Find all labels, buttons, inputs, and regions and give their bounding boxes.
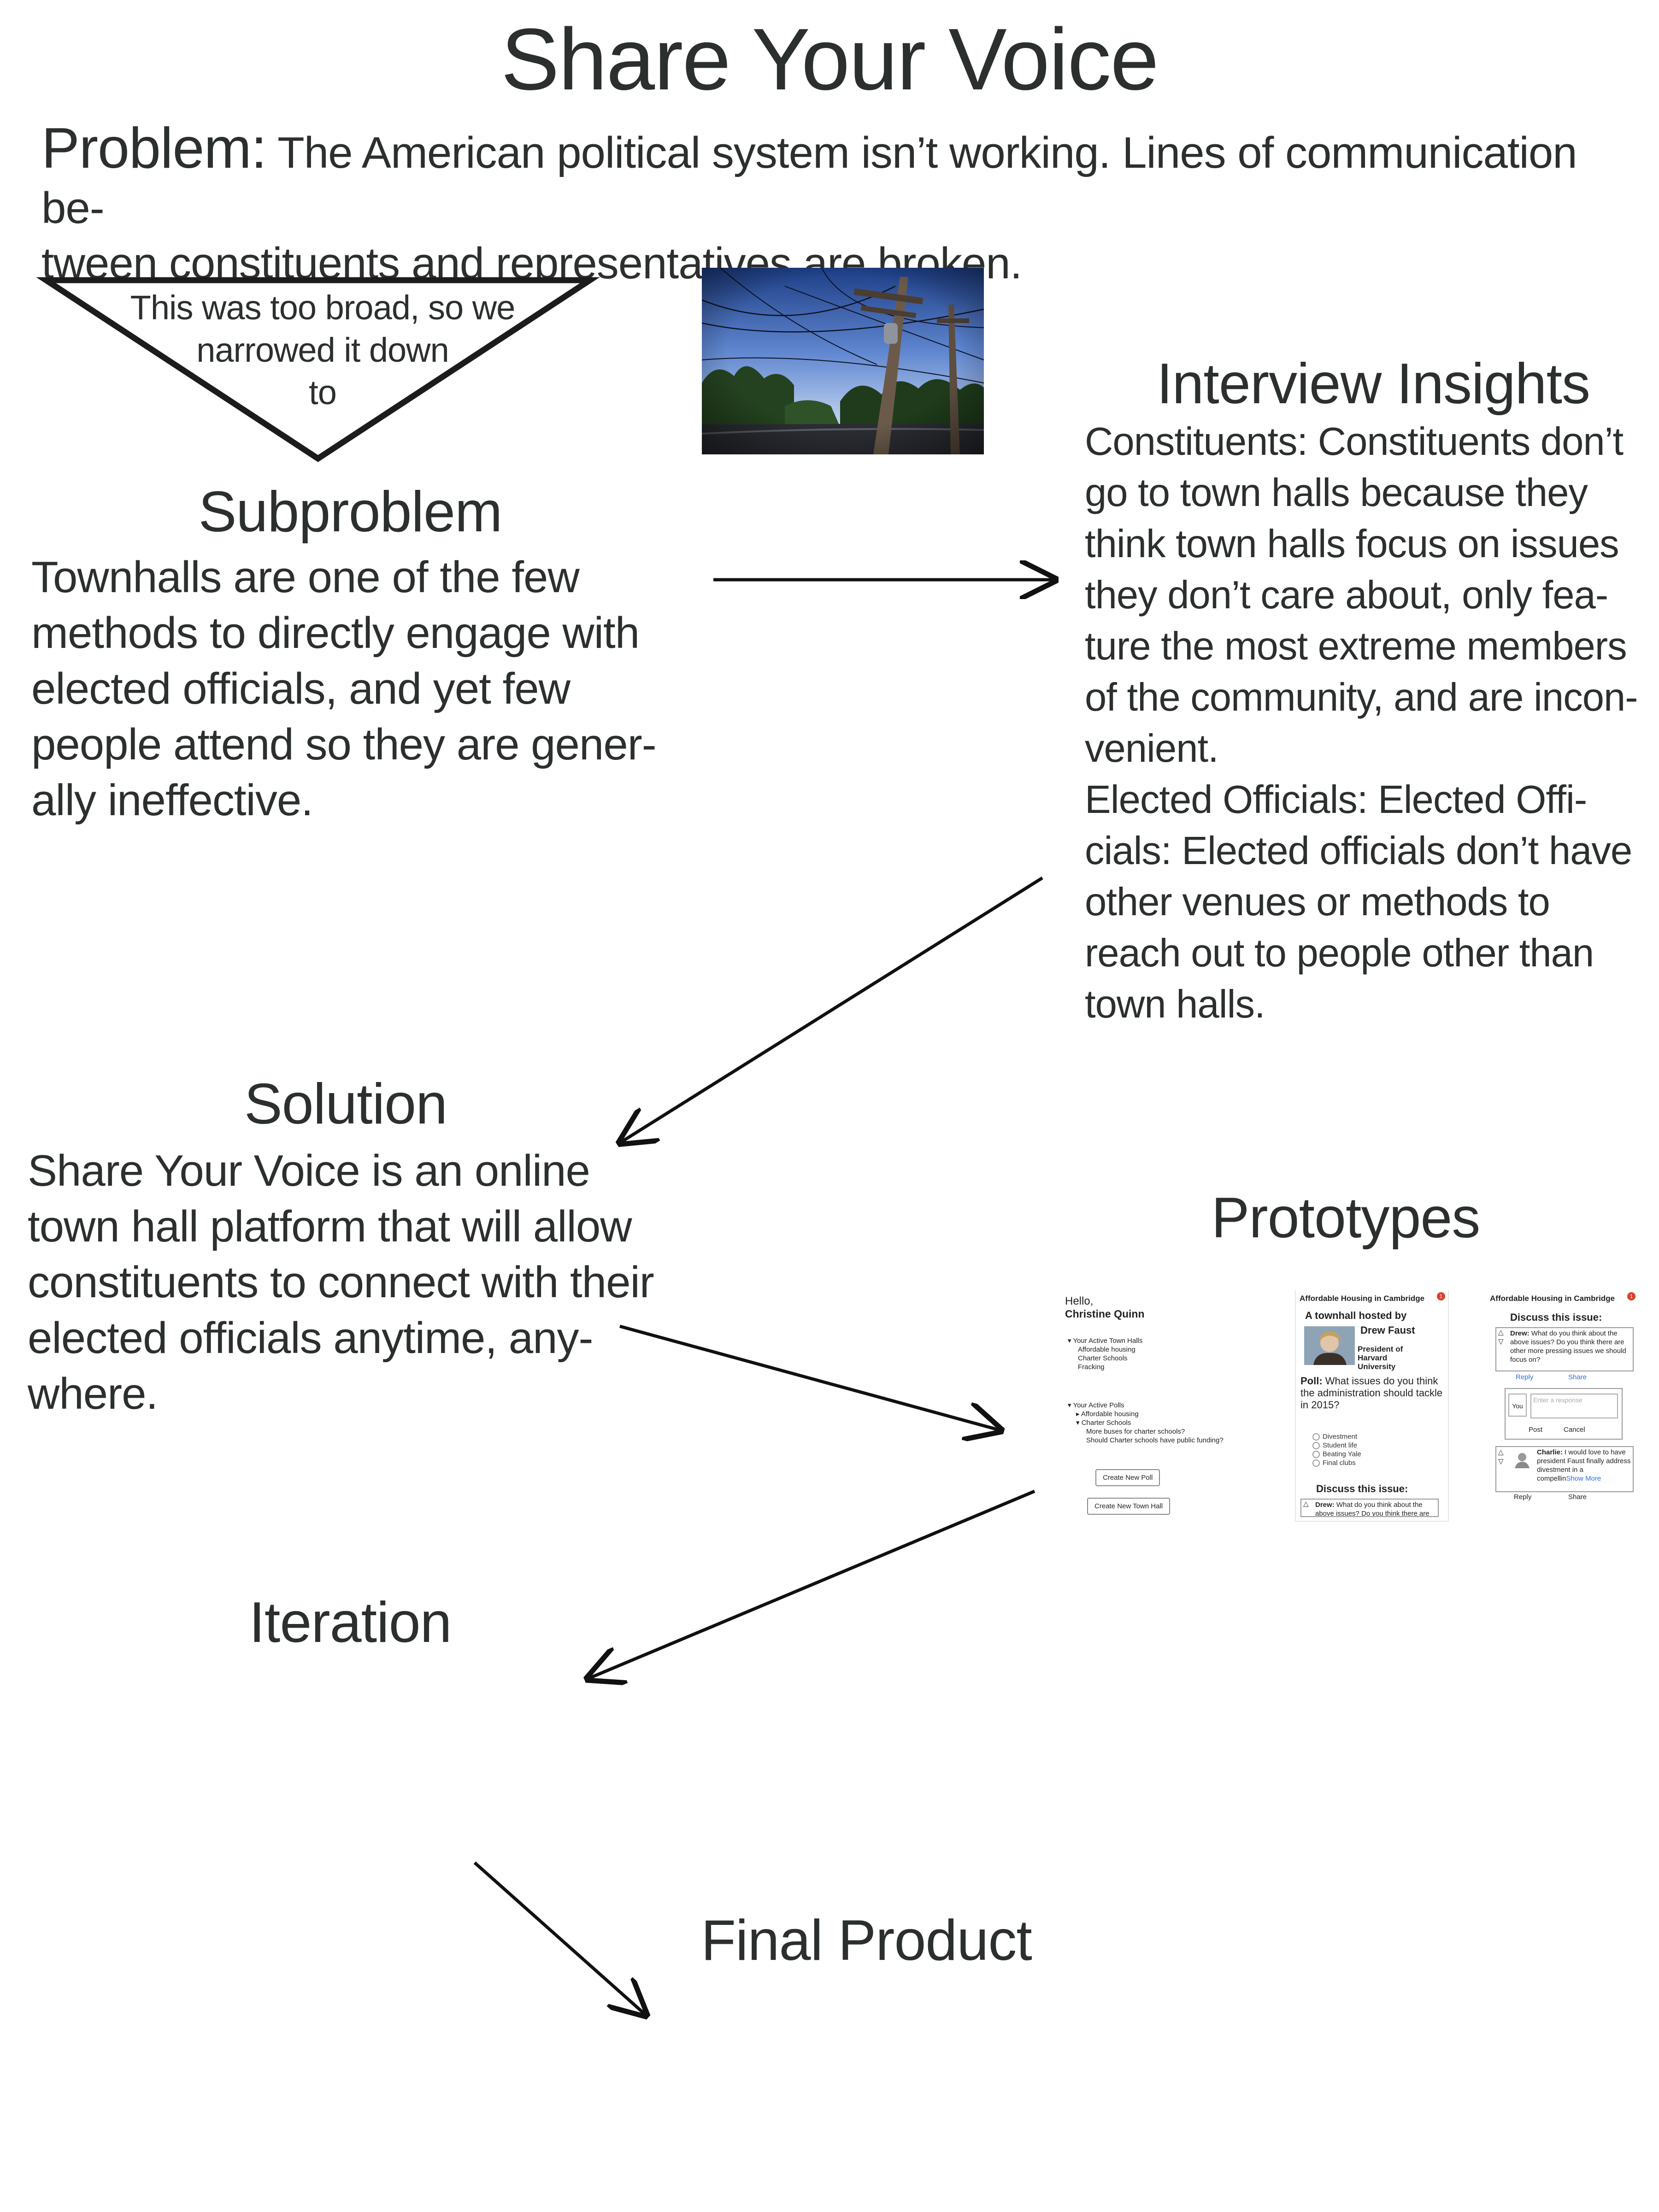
- page-title: Share Your Voice: [501, 11, 1159, 108]
- caret-down-icon: ▾: [1076, 1419, 1082, 1427]
- hosted-by-label: A townhall hosted by: [1305, 1310, 1407, 1321]
- poll-options: Divestment Student life Beating Yale Fin…: [1312, 1432, 1361, 1467]
- final-product-heading: Final Product: [701, 1909, 1032, 1972]
- radio-icon: [1312, 1459, 1320, 1467]
- comment-box: △ Drew: What do you think about the abov…: [1300, 1499, 1439, 1517]
- upvote-icon[interactable]: △: [1498, 1448, 1504, 1456]
- subproblem-heading: Subproblem: [198, 480, 503, 544]
- show-more-link[interactable]: Show More: [1566, 1475, 1601, 1483]
- arrow-insights-to-solution: [620, 877, 1043, 1143]
- polls-label: Your Active Polls: [1073, 1401, 1124, 1409]
- downvote-icon[interactable]: ▽: [1498, 1458, 1504, 1465]
- radio-icon: [1312, 1433, 1320, 1441]
- town-halls-label: Your Active Town Halls: [1073, 1337, 1143, 1345]
- town-hall-item[interactable]: Affordable housing: [1078, 1346, 1135, 1353]
- arrow-iteration-to-final: [473, 1861, 646, 2015]
- host-avatar: [1304, 1326, 1355, 1365]
- townhall-header: Affordable Housing in Cambridge: [1300, 1294, 1425, 1303]
- greeting: Hello,: [1065, 1295, 1094, 1307]
- poll-question[interactable]: Should Charter schools have public fundi…: [1086, 1436, 1224, 1444]
- commenter-avatar: [1515, 1453, 1530, 1468]
- share-link[interactable]: Share: [1568, 1493, 1587, 1501]
- user-avatar: You: [1508, 1394, 1527, 1417]
- reply-link[interactable]: Reply: [1516, 1373, 1534, 1381]
- utility-pole-photo: [702, 268, 984, 454]
- cancel-button[interactable]: Cancel: [1564, 1426, 1585, 1434]
- discussion-header: Affordable Housing in Cambridge: [1490, 1294, 1615, 1303]
- triangle-note: This was too broad, so we narrowed it do…: [130, 288, 516, 412]
- arrow-solution-to-prototypes: [619, 1324, 1001, 1430]
- post-button[interactable]: Post: [1529, 1426, 1543, 1434]
- poll-option[interactable]: Final clubs: [1312, 1459, 1361, 1467]
- prototypes-heading: Prototypes: [1211, 1186, 1481, 1250]
- prototype-townhall: Affordable Housing in Cambridge 1 A town…: [1295, 1290, 1449, 1522]
- downvote-icon[interactable]: ▽: [1498, 1338, 1504, 1346]
- share-link[interactable]: Share: [1568, 1373, 1587, 1381]
- poll-question[interactable]: More buses for charter schools?: [1086, 1428, 1185, 1435]
- poll-item[interactable]: ▾ Charter Schools: [1076, 1419, 1131, 1427]
- town-hall-item[interactable]: Charter Schools: [1078, 1354, 1128, 1362]
- host-title: President of Harvard University: [1358, 1345, 1403, 1371]
- upvote-icon[interactable]: △: [1498, 1329, 1504, 1336]
- comment-box: △ ▽ Drew: What do you think about the ab…: [1495, 1327, 1634, 1371]
- caret-right-icon: ▸: [1076, 1410, 1081, 1418]
- poll-option[interactable]: Divestment: [1312, 1432, 1361, 1441]
- poll-item[interactable]: ▸ Affordable housing: [1076, 1410, 1139, 1418]
- reply-link[interactable]: Reply: [1514, 1493, 1532, 1501]
- polls-toggle[interactable]: ▾ Your Active Polls: [1068, 1401, 1224, 1410]
- comment-box: △ ▽ Charlie: I would love to have presid…: [1495, 1446, 1634, 1492]
- prototype-discussion: Affordable Housing in Cambridge 1 Discus…: [1486, 1290, 1638, 1502]
- caret-down-icon: ▾: [1068, 1401, 1073, 1409]
- notification-badge[interactable]: 1: [1627, 1292, 1635, 1300]
- poll-option[interactable]: Beating Yale: [1312, 1450, 1361, 1459]
- response-input[interactable]: Enter a response: [1530, 1394, 1618, 1418]
- interview-insights-body: Constituents: Constituents don’t go to t…: [1085, 420, 1638, 1026]
- discuss-heading: Discuss this issue:: [1510, 1312, 1602, 1323]
- problem-label: Problem:: [41, 117, 267, 180]
- solution-body: Share Your Voice is an online town hall …: [28, 1146, 654, 1418]
- subproblem-body: Townhalls are one of the few methods to …: [31, 553, 657, 825]
- interview-insights-heading: Interview Insights: [1157, 352, 1590, 416]
- discuss-heading: Discuss this issue:: [1316, 1483, 1408, 1494]
- town-halls-toggle[interactable]: ▾ Your Active Town Halls: [1068, 1336, 1142, 1345]
- town-hall-item[interactable]: Fracking: [1078, 1363, 1105, 1371]
- create-town-hall-button[interactable]: Create New Town Hall: [1087, 1498, 1171, 1515]
- caret-down-icon: ▾: [1068, 1337, 1073, 1345]
- solution-heading: Solution: [244, 1072, 447, 1136]
- arrow-prototypes-to-iteration: [588, 1489, 1035, 1679]
- user-name: Christine Quinn: [1065, 1308, 1145, 1320]
- radio-icon: [1312, 1451, 1320, 1459]
- poll-question-text: Poll: What issues do you think the admin…: [1300, 1375, 1443, 1411]
- reply-form: You Enter a response Post Cancel: [1505, 1388, 1623, 1440]
- poll-option[interactable]: Student life: [1312, 1441, 1361, 1450]
- create-poll-button[interactable]: Create New Poll: [1095, 1469, 1160, 1486]
- radio-icon: [1312, 1442, 1320, 1450]
- prototype-dashboard: Hello, Christine Quinn ▾ Your Active Tow…: [1058, 1290, 1265, 1521]
- town-halls-section: ▾ Your Active Town Halls Affordable hous…: [1068, 1336, 1142, 1371]
- iteration-heading: Iteration: [249, 1591, 452, 1654]
- upvote-icon[interactable]: △: [1303, 1500, 1309, 1508]
- notification-badge[interactable]: 1: [1437, 1292, 1445, 1300]
- host-name: Drew Faust: [1360, 1324, 1415, 1336]
- polls-section: ▾ Your Active Polls ▸ Affordable housing…: [1068, 1401, 1224, 1445]
